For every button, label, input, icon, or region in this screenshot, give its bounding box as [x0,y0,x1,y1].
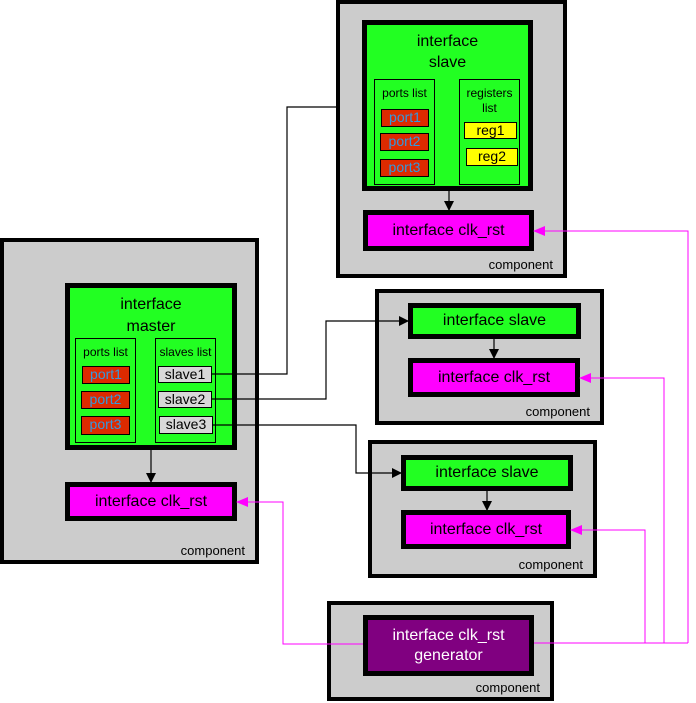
clk-rst-label: interface clk_rst [392,221,505,239]
port-item[interactable]: port3 [81,416,130,435]
port-item[interactable]: port2 [380,133,429,151]
interface-slave-label: interface slave [442,312,547,329]
interface-slave-3[interactable]: interface slave [401,455,573,491]
registers-list: registers list [459,79,520,185]
clk-rst-label: interface clk_rst [429,520,543,538]
clk-rst-label: interface clk_rst [437,368,551,386]
port-item[interactable]: port1 [381,109,429,127]
registers-list-title-2: list [482,101,497,115]
interface-clk-rst-top[interactable]: interface clk_rst [363,210,534,251]
interface-master-title-1: interface [120,296,182,313]
slave-entry-3[interactable]: slave3 [159,416,213,434]
interface-master-title-2: master [126,318,176,335]
clk-rst-label: interface clk_rst [94,492,208,510]
interface-slave-2[interactable]: interface slave [408,303,581,339]
interface-clk-rst-generator[interactable]: interface clk_rst generator [363,615,534,676]
generator-label: interface clk_rst generator [368,620,529,671]
component-label: component [488,257,553,272]
ports-list-top: ports list [374,79,435,185]
interface-clk-rst-3[interactable]: interface clk_rst [401,510,571,549]
interface-clk-rst-2[interactable]: interface clk_rst [408,358,580,397]
component-label: component [180,543,245,558]
ports-list-title: ports list [382,86,427,100]
port-item[interactable]: port1 [82,366,130,384]
component-label: component [518,557,583,572]
ports-list-master: ports list [75,338,136,443]
registers-list-title-1: registers [466,86,513,100]
generator-label-line2: generator [414,646,483,664]
slave-entry-1[interactable]: slave1 [158,366,212,383]
slave-entry-2[interactable]: slave2 [158,391,212,408]
generator-label-line1: interface clk_rst [392,626,505,644]
component-label: component [525,404,590,419]
slaves-list-title: slaves list [159,345,212,359]
ports-list-title: ports list [83,345,128,359]
register-item[interactable]: reg2 [466,148,518,166]
port-item[interactable]: port3 [380,159,429,177]
port-item[interactable]: port2 [81,391,130,409]
interface-slave-title-2: slave [428,54,467,71]
interface-slave-label: interface slave [435,464,539,481]
interface-clk-rst-master[interactable]: interface clk_rst [65,482,237,521]
interface-slave-title-1: interface [416,33,479,50]
component-label: component [475,680,540,695]
register-item[interactable]: reg1 [464,122,517,139]
